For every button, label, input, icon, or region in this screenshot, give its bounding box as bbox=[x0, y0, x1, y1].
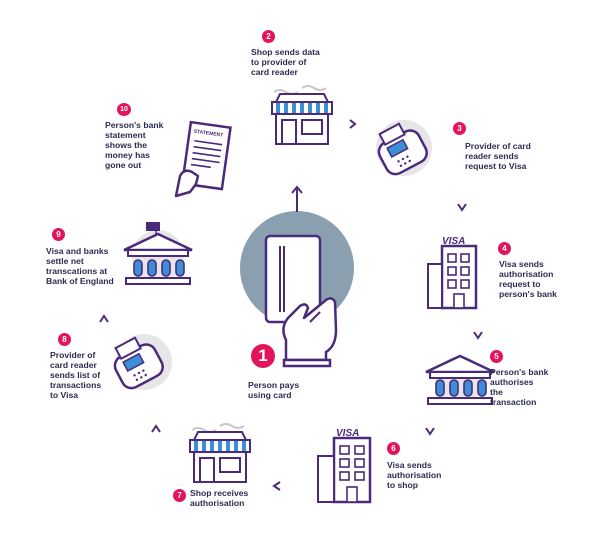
chevron-right-icon bbox=[349, 119, 357, 129]
step-label-4: Visa sends authorisation request to pers… bbox=[499, 259, 557, 299]
visa-logo-text: VISA bbox=[336, 428, 359, 439]
chevron-down-icon bbox=[425, 427, 435, 436]
hand-holding-card-icon bbox=[240, 211, 354, 368]
step-label-3: Provider of card reader sends request to… bbox=[465, 141, 531, 171]
card-reader-icon bbox=[113, 334, 172, 390]
bank-of-england-icon bbox=[123, 222, 193, 285]
step-badge-6: 6 bbox=[387, 442, 400, 455]
step-badge-8: 8 bbox=[58, 333, 71, 346]
chevron-up-icon bbox=[99, 314, 109, 323]
statement-text: STATEMENT bbox=[193, 129, 223, 139]
visa-building-icon: VISA bbox=[427, 236, 478, 310]
chevron-down-icon bbox=[457, 203, 467, 212]
step-badge-2: 2 bbox=[262, 30, 275, 43]
arrow-up-icon bbox=[291, 185, 303, 212]
shop-icon bbox=[271, 85, 333, 145]
step-badge-1: 1 bbox=[251, 344, 275, 368]
cycle-arrows bbox=[99, 119, 483, 491]
step-label-7: Shop receives authorisation bbox=[190, 488, 249, 508]
visa-logo-text: VISA bbox=[442, 236, 465, 247]
step-badge-7: 7 bbox=[173, 489, 186, 502]
chevron-down-icon bbox=[473, 331, 483, 340]
step-label-10: Person's bank statement shows the money … bbox=[105, 120, 164, 170]
step-badge-10: 10 bbox=[117, 103, 131, 116]
step-badge-5: 5 bbox=[490, 350, 503, 363]
step-label-2: Shop sends data to provider of card read… bbox=[251, 47, 320, 77]
card-reader-icon bbox=[376, 120, 432, 176]
step-label-6: Visa sends authorisation to shop bbox=[387, 460, 442, 490]
bank-statement-icon: STATEMENT bbox=[174, 120, 232, 198]
step-badge-4: 4 bbox=[498, 242, 511, 255]
bank-icon bbox=[425, 354, 495, 405]
step-label-9: Visa and banks settle net transcations a… bbox=[46, 246, 114, 286]
chevron-left-icon bbox=[272, 481, 281, 491]
step-label-5: Person's bank authorises the transaction bbox=[490, 367, 549, 407]
step-label-8: Provider of card reader sends list of tr… bbox=[50, 350, 102, 400]
visa-building-icon: VISA bbox=[317, 428, 372, 504]
step-badge-3: 3 bbox=[453, 122, 466, 135]
step-label-1: Person pays using card bbox=[248, 380, 300, 400]
shop-icon bbox=[189, 423, 251, 483]
step-badge-9: 9 bbox=[52, 228, 65, 241]
chevron-up-icon bbox=[151, 424, 161, 433]
